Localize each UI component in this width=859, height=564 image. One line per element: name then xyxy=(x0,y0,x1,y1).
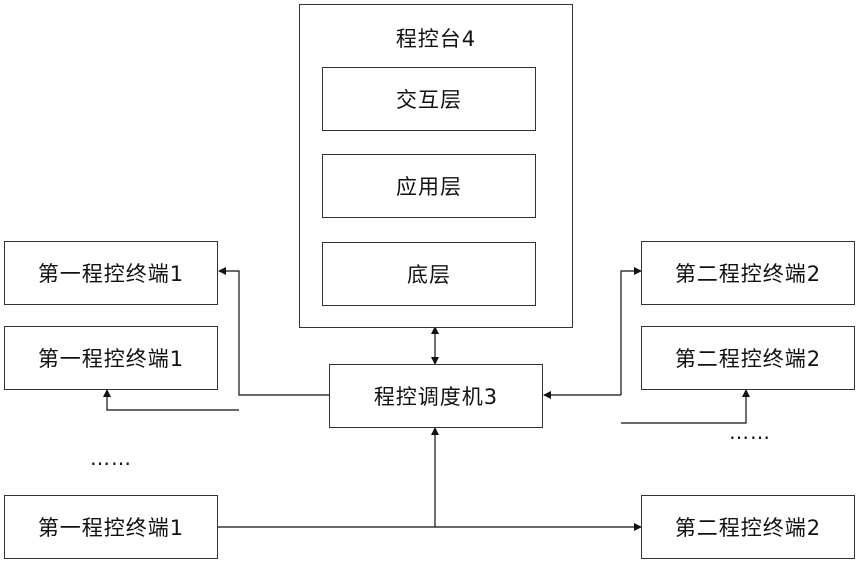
left-bus-to-terminal2 xyxy=(107,390,239,410)
first-terminal-box: 第一程控终端1 xyxy=(4,495,218,559)
first-terminal-box: 第一程控终端1 xyxy=(4,241,218,305)
scheduler-label: 程控调度机3 xyxy=(330,365,542,427)
layer-label: 交互层 xyxy=(323,68,535,130)
second-terminal-box: 第二程控终端2 xyxy=(641,241,855,305)
terminal-label: 第一程控终端1 xyxy=(5,327,217,389)
second-terminal-box: 第二程控终端2 xyxy=(641,326,855,390)
ellipsis-right: …… xyxy=(729,420,771,444)
terminal-label: 第二程控终端2 xyxy=(642,242,854,304)
layer-bottom: 底层 xyxy=(322,242,536,306)
layer-label: 底层 xyxy=(323,243,535,305)
console-title: 程控台4 xyxy=(300,23,572,53)
console-box: 程控台4 交互层 应用层 底层 xyxy=(299,4,573,328)
terminal-label: 第一程控终端1 xyxy=(5,496,217,558)
scheduler-box: 程控调度机3 xyxy=(329,364,543,428)
ellipsis-left: …… xyxy=(90,446,132,470)
right-bus-line xyxy=(621,271,641,395)
terminal-label: 第一程控终端1 xyxy=(5,242,217,304)
layer-application: 应用层 xyxy=(322,154,536,218)
terminal-label: 第二程控终端2 xyxy=(642,327,854,389)
right-bus-to-terminal2 xyxy=(621,390,746,423)
layer-interaction: 交互层 xyxy=(322,67,536,131)
terminal-label: 第二程控终端2 xyxy=(642,496,854,558)
layer-label: 应用层 xyxy=(323,155,535,217)
second-terminal-box: 第二程控终端2 xyxy=(641,495,855,559)
first-terminal-box: 第一程控终端1 xyxy=(4,326,218,390)
